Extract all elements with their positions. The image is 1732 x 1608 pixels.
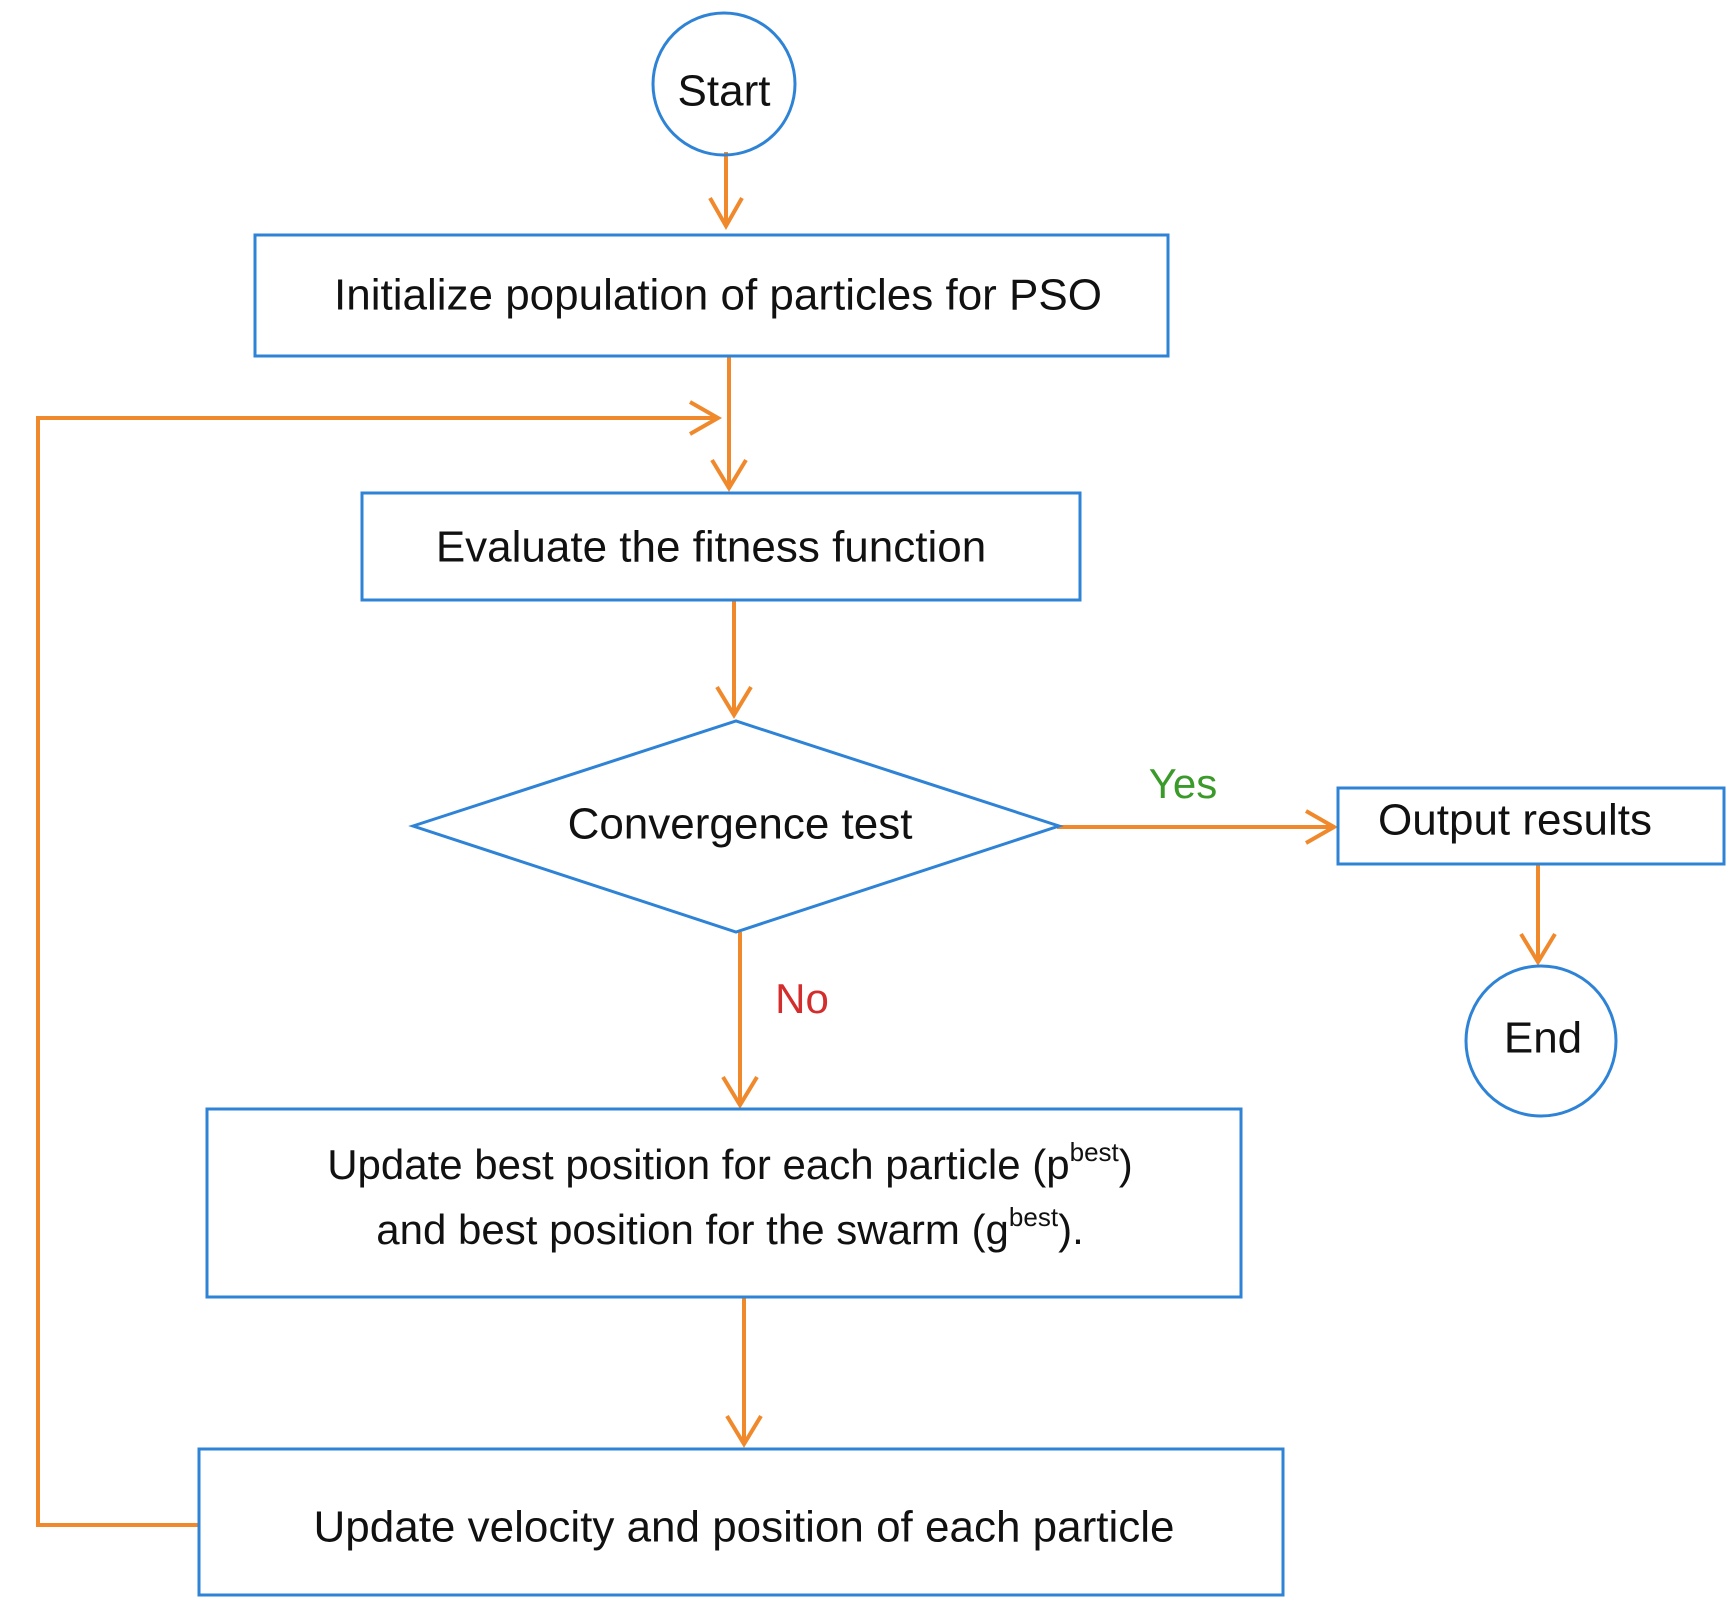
edge-labels: Yes No bbox=[775, 760, 1217, 1022]
update-best-line1-pre: Update best position for each particle (… bbox=[327, 1141, 1069, 1188]
update-best-label-line1: Update best position for each particle (… bbox=[327, 1137, 1133, 1188]
no-label: No bbox=[775, 975, 829, 1022]
evaluate-label: Evaluate the fitness function bbox=[436, 523, 986, 572]
yes-label: Yes bbox=[1149, 760, 1218, 807]
output-label: Output results bbox=[1378, 796, 1652, 845]
update-best-line2-pre: and best position for the swarm (g bbox=[376, 1206, 1009, 1253]
arrowhead-init-to-evaluate bbox=[710, 458, 748, 492]
convergence-label: Convergence test bbox=[568, 800, 913, 849]
start-label: Start bbox=[678, 67, 771, 116]
update-best-line2-sup: best bbox=[1009, 1202, 1059, 1232]
arrowhead-output-to-end bbox=[1519, 932, 1557, 966]
edge-loop-back bbox=[36, 416, 718, 1527]
update-best-label-line2: and best position for the swarm (gbest). bbox=[376, 1202, 1083, 1253]
arrowhead-start-to-init bbox=[708, 197, 744, 231]
nodes bbox=[197, 11, 1726, 1597]
arrowhead-loop-back bbox=[689, 400, 723, 436]
convergence-node bbox=[408, 719, 1064, 934]
end-label: End bbox=[1504, 1014, 1582, 1063]
end-node bbox=[1464, 964, 1618, 1118]
arrowhead-evaluate-to-convergence bbox=[715, 685, 753, 719]
evaluate-node bbox=[360, 491, 1082, 602]
edges bbox=[36, 152, 1557, 1527]
arrowhead-convergence-to-update-best bbox=[721, 1075, 759, 1109]
update-velocity-node bbox=[197, 1447, 1285, 1597]
update-best-line1-sup: best bbox=[1070, 1137, 1120, 1167]
node-labels: Start Initialize population of particles… bbox=[314, 67, 1652, 1552]
init-label: Initialize population of particles for P… bbox=[334, 271, 1102, 320]
arrowhead-update-best-to-update-velocity bbox=[725, 1414, 763, 1448]
output-node bbox=[1336, 786, 1726, 866]
update-velocity-label: Update velocity and position of each par… bbox=[314, 1503, 1175, 1552]
arrowhead-convergence-to-output bbox=[1305, 809, 1339, 845]
start-node bbox=[651, 11, 797, 157]
update-best-line1-post: ) bbox=[1119, 1141, 1133, 1188]
init-node bbox=[253, 233, 1170, 358]
update-best-node bbox=[205, 1107, 1243, 1299]
update-best-line2-post: ). bbox=[1058, 1206, 1084, 1253]
